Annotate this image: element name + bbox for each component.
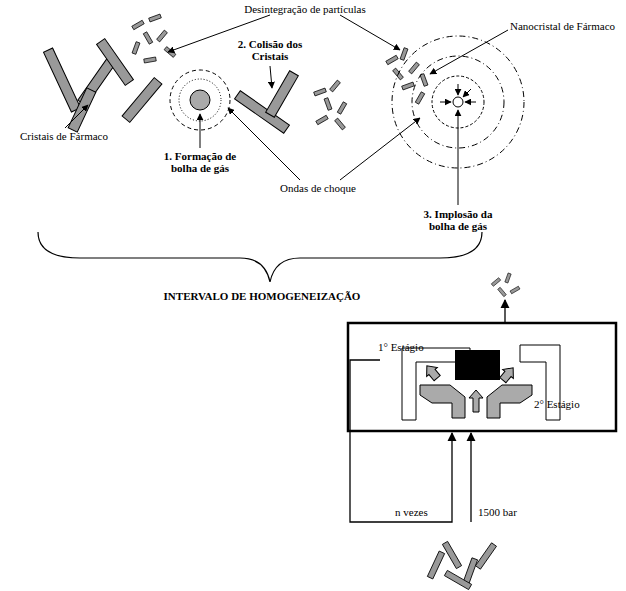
drug-crystals <box>44 39 162 132</box>
crystal-fragments <box>132 14 176 63</box>
label-text: INTERVALO DE HOMOGENEIZAÇÃO <box>164 290 361 302</box>
flow-lines <box>350 300 505 522</box>
label-text: Ondas de choque <box>280 182 356 194</box>
label-text: 1500 bar <box>478 506 517 518</box>
crystal-collision <box>235 71 347 134</box>
label-text: 3. Implosão da bolha de gás <box>416 208 500 232</box>
label-text: 2° Estágio <box>534 398 580 410</box>
homogenizer <box>348 323 616 431</box>
label-text: 1. Formação de bolha de gás <box>154 150 246 174</box>
label-text: n vezes <box>395 506 428 518</box>
input-crystals <box>427 541 496 589</box>
label-text: 2. Colisão dos Cristais <box>237 38 303 62</box>
label-text: Cristais de Fármaco <box>20 130 108 142</box>
label-text: Desintegração de partículas <box>244 3 366 15</box>
nanocrystals-out <box>491 273 520 297</box>
label-text: 1° Estágio <box>378 341 424 353</box>
bracket <box>38 232 482 282</box>
label-text: Nanocristal de Fármaco <box>510 20 615 32</box>
